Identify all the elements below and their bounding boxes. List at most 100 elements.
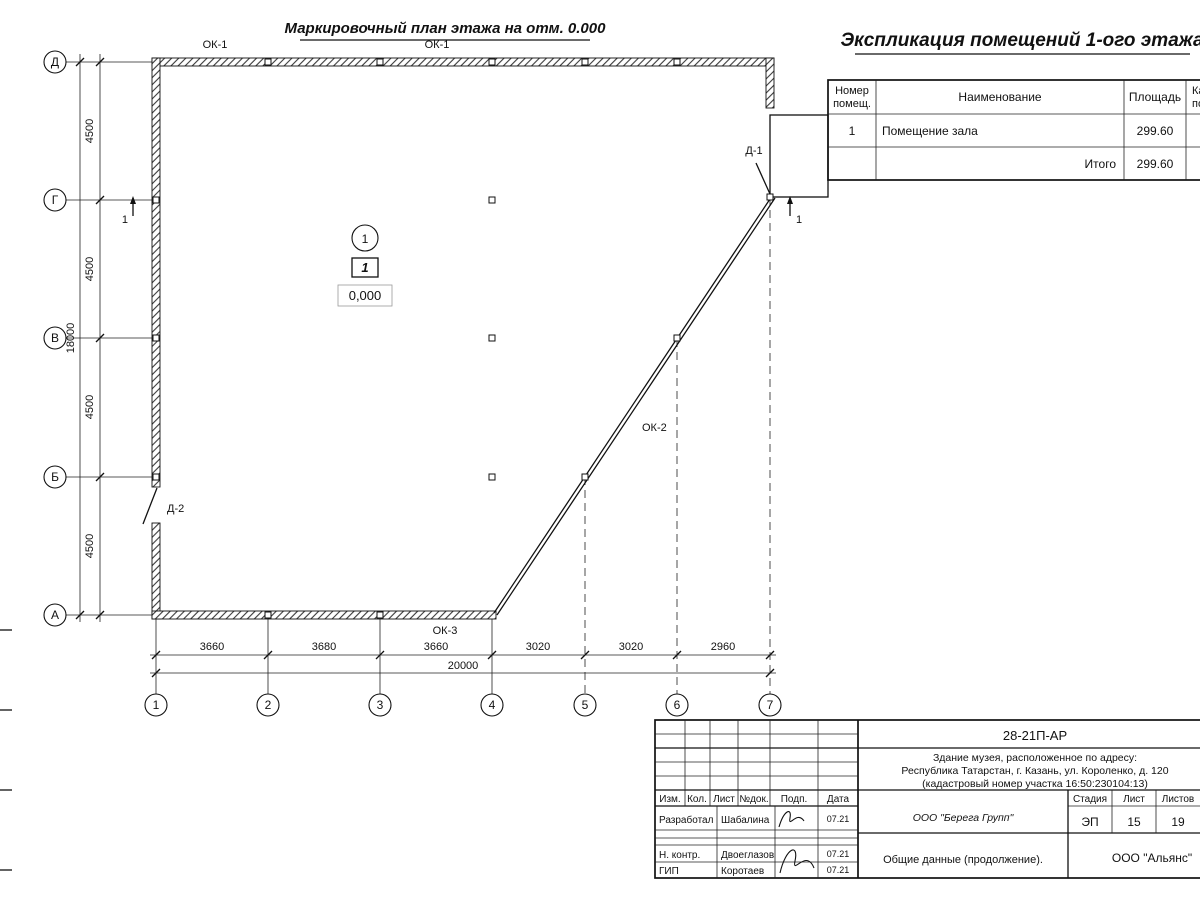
- window-wall-diagonal-2: [496, 197, 776, 616]
- explication-title: Экспликация помещений 1-ого этажа: [840, 30, 1200, 51]
- tb-col-list: Лист: [713, 794, 735, 805]
- sign-date: 07.21: [827, 814, 850, 824]
- col-header-num: помещ.: [833, 98, 871, 110]
- stage-value: ЭП: [1081, 815, 1098, 829]
- door-leaf-d1: [755, 162, 771, 195]
- room-number-box: 1: [361, 260, 368, 275]
- sign-date: 07.21: [827, 865, 850, 875]
- axis-label-col: 6: [674, 698, 681, 712]
- axis-label-row: Д: [51, 55, 59, 69]
- signature-scribble: [779, 849, 815, 874]
- axis-grid-lines: [66, 61, 771, 694]
- col-header-cut: Ка: [1192, 85, 1200, 97]
- axis-label-col: 4: [489, 698, 496, 712]
- dim-label: 3680: [312, 641, 336, 653]
- elevation-mark: 0,000: [349, 288, 382, 303]
- section-label-right: 1: [796, 214, 802, 226]
- section-arrow-icon: [787, 196, 793, 204]
- dimensions-left: 4500 4500 4500 4500 18000: [65, 54, 105, 622]
- dim-total-label: 18000: [65, 323, 77, 354]
- table-cell-total-label: Итого: [1085, 157, 1117, 171]
- axis-label-row: А: [51, 608, 59, 622]
- project-address-line2: Республика Татарстан, г. Казань, ул. Кор…: [901, 765, 1168, 777]
- sign-role: Разработал: [659, 814, 714, 826]
- section-label-left: 1: [122, 214, 128, 226]
- axis-bubbles: Д Г В Б А 1 2 3 4 5 6 7: [43, 50, 782, 717]
- dim-label: 4500: [84, 534, 96, 558]
- sign-date: 07.21: [827, 849, 850, 859]
- axis-label-col: 1: [153, 698, 160, 712]
- dim-label: 3020: [526, 641, 550, 653]
- table-cell-total-area: 299.60: [1137, 157, 1174, 171]
- sheets-label: Листов: [1162, 794, 1195, 805]
- wall-top: [151, 57, 775, 67]
- tb-col-podp: Подп.: [781, 794, 808, 805]
- client-org: ООО "Альянс": [1112, 851, 1192, 865]
- title-block: 28-21П-АР Здание музея, расположенное по…: [654, 719, 1200, 879]
- tb-col-izm: Изм.: [659, 794, 680, 805]
- axis-label-col: 5: [582, 698, 589, 712]
- table-cell-num: 1: [849, 124, 856, 138]
- stage-label: Стадия: [1073, 794, 1107, 805]
- sign-name: Коротаев: [721, 866, 764, 877]
- table-cell-area: 299.60: [1137, 124, 1174, 138]
- wall-right-top: [765, 57, 775, 109]
- dimensions-bottom: 3660 3680 3660 3020 3020 2960 20000: [150, 641, 776, 678]
- section-arrow-icon: [130, 196, 136, 204]
- window-label-ok1-right: ОК-1: [425, 39, 450, 51]
- tb-col-ndok: №док.: [739, 794, 768, 805]
- axis-label-row: В: [51, 331, 59, 345]
- tb-col-kol: Кол.: [687, 794, 707, 805]
- sheet-label: Лист: [1123, 794, 1145, 805]
- col-header-name: Наименование: [958, 90, 1042, 104]
- window-wall-diagonal-1: [493, 195, 773, 614]
- design-org: ООО "Берега Групп": [913, 812, 1015, 824]
- axis-label-col: 3: [377, 698, 384, 712]
- wall-left-lower: [151, 522, 161, 620]
- project-address-line1: Здание музея, расположенное по адресу:: [933, 752, 1137, 764]
- room-marker: 1 1 0,000: [337, 224, 393, 307]
- axis-label-col: 7: [767, 698, 774, 712]
- dim-label: 2960: [711, 641, 735, 653]
- door-leaf-d2: [142, 487, 158, 525]
- sign-name: Шабалина: [721, 814, 770, 826]
- signature-scribble: [778, 810, 805, 828]
- wall-bottom: [151, 610, 497, 620]
- dim-label: 3020: [619, 641, 643, 653]
- room-number-circle: 1: [362, 232, 369, 246]
- section-marks: 1 1: [122, 196, 802, 226]
- col-header-num: Номер: [835, 85, 869, 97]
- wall-left-upper: [151, 57, 161, 488]
- window-label-ok3: ОК-3: [433, 625, 458, 637]
- column-markers: [152, 58, 774, 619]
- dim-label: 4500: [84, 395, 96, 419]
- explication-table: Экспликация помещений 1-ого этажа Номер …: [827, 30, 1200, 181]
- dim-label: 4500: [84, 119, 96, 143]
- door-label-d2: Д-2: [167, 503, 184, 515]
- doc-title: Общие данные (продолжение).: [883, 854, 1043, 866]
- window-label-ok2: ОК-2: [642, 422, 667, 434]
- axis-label-row: Б: [51, 470, 59, 484]
- plan-title-text: Маркировочный план этажа на отм. 0.000: [285, 20, 607, 37]
- sign-name: Двоеглазов: [721, 850, 774, 861]
- sign-role: ГИП: [659, 866, 679, 877]
- window-label-ok1-left: ОК-1: [203, 39, 228, 51]
- axis-label-col: 2: [265, 698, 272, 712]
- col-header-area: Площадь: [1129, 90, 1181, 104]
- sign-role: Н. контр.: [659, 850, 700, 861]
- doc-number: 28-21П-АР: [1003, 728, 1067, 743]
- col-header-cut: по: [1192, 98, 1200, 110]
- dim-label: 3660: [200, 641, 224, 653]
- door-label-d1: Д-1: [745, 145, 762, 157]
- sheet-value: 15: [1127, 815, 1141, 829]
- plan-title: Маркировочный план этажа на отм. 0.000: [285, 20, 607, 41]
- tb-col-data: Дата: [827, 794, 850, 805]
- axis-label-row: Г: [52, 193, 59, 207]
- walls: [142, 57, 829, 620]
- entrance-vestibule: [769, 114, 829, 198]
- sheets-value: 19: [1171, 815, 1185, 829]
- dim-total-label: 20000: [448, 660, 479, 672]
- opening-labels: ОК-1 ОК-1 ОК-2 ОК-3 Д-1 Д-2: [167, 39, 763, 637]
